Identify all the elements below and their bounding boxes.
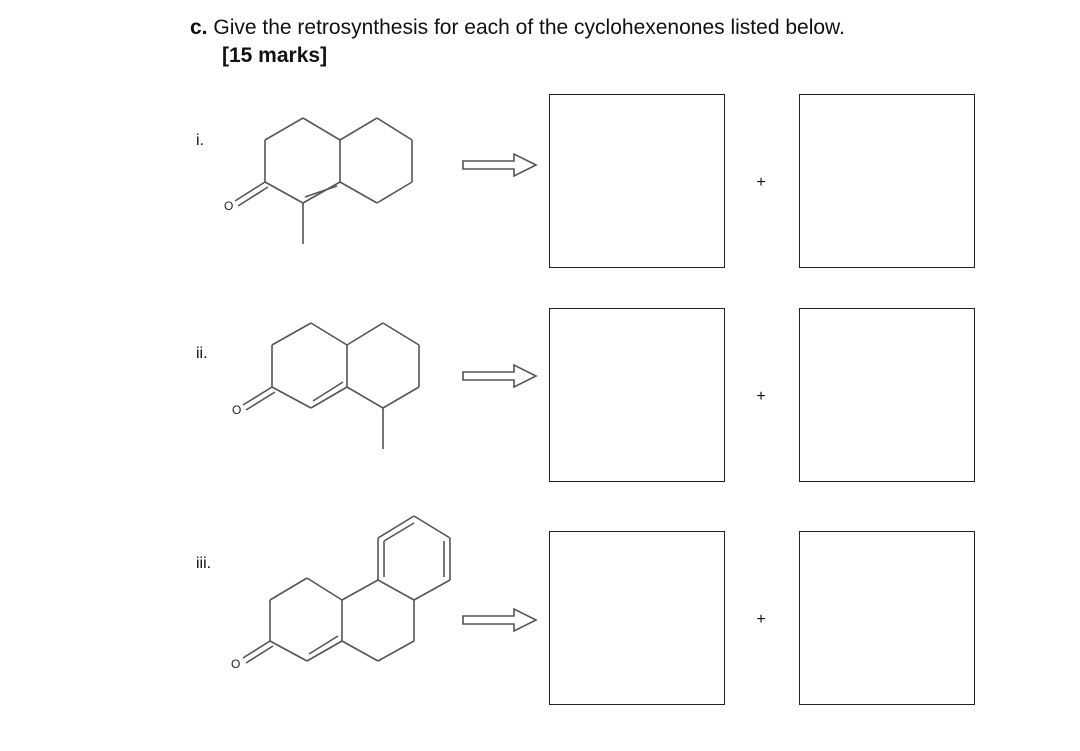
question-text: Give the retrosynthesis for each of the … bbox=[213, 16, 845, 39]
answer-box-ii-1[interactable] bbox=[549, 308, 725, 482]
answer-box-i-1[interactable] bbox=[549, 94, 725, 268]
answer-box-ii-2[interactable] bbox=[799, 308, 975, 482]
item-numeral-i: i. bbox=[196, 132, 204, 149]
answer-box-i-2[interactable] bbox=[799, 94, 975, 268]
oxygen-label-iii: O bbox=[231, 657, 240, 671]
question-heading: c. Give the retrosynthesis for each of t… bbox=[190, 14, 845, 42]
item-numeral-iii: iii. bbox=[196, 555, 212, 572]
plus-sign-iii: + bbox=[756, 611, 766, 628]
oxygen-label-i: O bbox=[224, 199, 233, 213]
oxygen-label-ii: O bbox=[232, 403, 241, 417]
plus-sign-ii: + bbox=[756, 388, 766, 405]
answer-box-iii-2[interactable] bbox=[799, 531, 975, 705]
answer-box-iii-1[interactable] bbox=[549, 531, 725, 705]
question-letter: c. bbox=[190, 16, 208, 39]
plus-sign-i: + bbox=[756, 174, 766, 191]
question-marks: [15 marks] bbox=[222, 44, 328, 67]
item-numeral-ii: ii. bbox=[196, 345, 208, 362]
